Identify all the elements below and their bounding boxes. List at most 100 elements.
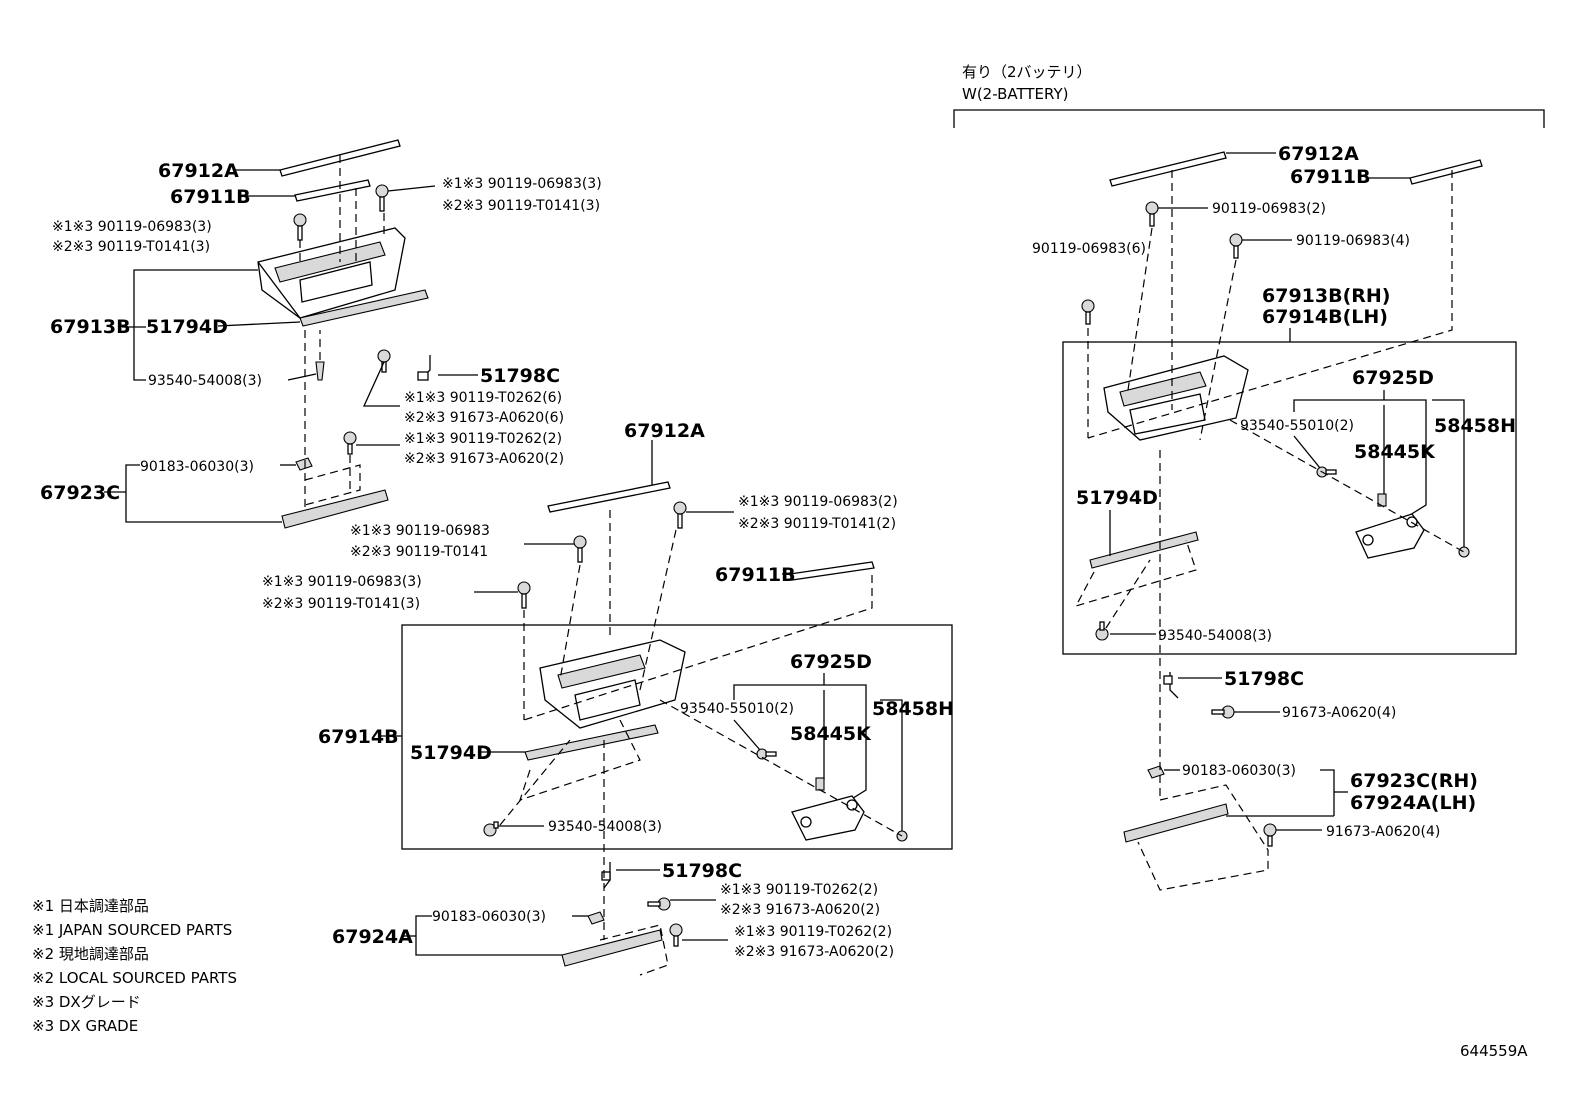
label-67911b[interactable]: 67911B	[715, 564, 796, 586]
label-90119-06983-6[interactable]: 90119-06983(6)	[1032, 241, 1146, 257]
label-51794d[interactable]: 51794D	[410, 742, 492, 764]
garnish-strip-67911b[interactable]	[294, 179, 371, 202]
bolt-icon[interactable]	[1145, 201, 1159, 227]
screw-icon[interactable]	[1095, 621, 1109, 641]
screw-icon[interactable]	[483, 821, 499, 837]
label-67924a-lh[interactable]: 67924A(LH)	[1350, 792, 1476, 814]
label-51798c[interactable]: 51798C	[662, 860, 742, 882]
bolt-icon[interactable]	[573, 535, 587, 563]
callout-c2[interactable]: ※2※3 90119-T0141(3)	[442, 198, 600, 214]
scuff-rail-51794d[interactable]	[524, 724, 659, 761]
label-90119-06983-4[interactable]: 90119-06983(4)	[1296, 233, 1410, 249]
garnish-strip-67911b[interactable]	[789, 561, 875, 581]
callout-c4[interactable]: ※2※3 90119-T0141(3)	[52, 239, 210, 255]
clip-icon[interactable]	[601, 862, 611, 889]
callout-c9[interactable]: ※1※3 90119-06983(2)	[738, 494, 898, 510]
label-67911b[interactable]: 67911B	[1290, 166, 1371, 188]
bolt-icon[interactable]	[1263, 823, 1277, 847]
bolt-icon[interactable]	[1081, 299, 1095, 325]
label-58458h[interactable]: 58458H	[1434, 415, 1516, 437]
label-58445k[interactable]: 58445K	[1354, 441, 1436, 463]
callout-c10[interactable]: ※2※3 90119-T0141(2)	[738, 516, 896, 532]
label-67912a[interactable]: 67912A	[624, 420, 705, 442]
callout-c13[interactable]: ※1※3 90119-06983(3)	[262, 574, 422, 590]
callout-c6[interactable]: ※2※3 91673-A0620(6)	[404, 410, 564, 426]
label-51794d[interactable]: 51794D	[1076, 487, 1158, 509]
callout-c5[interactable]: ※1※3 90119-T0262(6)	[404, 390, 562, 406]
label-58458h[interactable]: 58458H	[872, 698, 954, 720]
label-67913b[interactable]: 67913B	[50, 316, 131, 338]
garnish-strip-67912a[interactable]	[547, 481, 671, 513]
clip-icon[interactable]	[417, 355, 431, 381]
label-67913b-rh[interactable]: 67913B(RH)	[1262, 285, 1390, 307]
label-90183-06030-3[interactable]: 90183-06030(3)	[432, 909, 546, 925]
label-51798c[interactable]: 51798C	[480, 365, 560, 387]
label-58445k[interactable]: 58445K	[790, 723, 872, 745]
step-body-67914b[interactable]	[539, 639, 686, 729]
label-51798c[interactable]: 51798C	[1224, 668, 1304, 690]
label-93540-54008-3[interactable]: 93540-54008(3)	[148, 373, 262, 389]
label-67914b-lh[interactable]: 67914B(LH)	[1262, 306, 1388, 328]
callout-c14[interactable]: ※2※3 90119-T0141(3)	[262, 596, 420, 612]
clip-icon[interactable]	[815, 777, 825, 791]
callout-c17[interactable]: ※1※3 90119-T0262(2)	[734, 924, 892, 940]
callout-c11[interactable]: ※1※3 90119-06983	[350, 523, 490, 539]
label-67924a[interactable]: 67924A	[332, 926, 413, 948]
cap-icon[interactable]	[1458, 546, 1470, 558]
step-bracket-67923c[interactable]	[281, 489, 389, 529]
grommet-icon[interactable]	[295, 457, 313, 471]
bolt-icon[interactable]	[1229, 233, 1243, 259]
label-67925d[interactable]: 67925D	[1352, 367, 1434, 389]
label-93540-55010-2[interactable]: 93540-55010(2)	[680, 701, 794, 717]
label-90183-06030-3[interactable]: 90183-06030(3)	[1182, 763, 1296, 779]
bolt-icon[interactable]	[647, 897, 671, 911]
mud-plate[interactable]	[791, 795, 865, 841]
callout-c1[interactable]: ※1※3 90119-06983(3)	[442, 176, 602, 192]
callout-c8[interactable]: ※2※3 91673-A0620(2)	[404, 451, 564, 467]
label-67912a[interactable]: 67912A	[158, 160, 239, 182]
label-67925d[interactable]: 67925D	[790, 651, 872, 673]
variant-title-en: W(2-BATTERY)	[962, 85, 1069, 103]
screw-icon[interactable]	[756, 748, 777, 760]
callout-c18[interactable]: ※2※3 91673-A0620(2)	[734, 944, 894, 960]
callout-c15[interactable]: ※1※3 90119-T0262(2)	[720, 882, 878, 898]
label-67914b[interactable]: 67914B	[318, 726, 399, 748]
label-93540-55010-2[interactable]: 93540-55010(2)	[1240, 418, 1354, 434]
label-51794d[interactable]: 51794D	[146, 316, 228, 338]
label-67912a[interactable]: 67912A	[1278, 143, 1359, 165]
grommet-icon[interactable]	[587, 911, 605, 925]
label-93540-54008-3[interactable]: 93540-54008(3)	[1158, 628, 1272, 644]
bolt-icon[interactable]	[669, 923, 683, 947]
bolt-icon[interactable]	[293, 213, 307, 241]
callout-c3[interactable]: ※1※3 90119-06983(3)	[52, 219, 212, 235]
callout-c16[interactable]: ※2※3 91673-A0620(2)	[720, 902, 880, 918]
bolt-icon[interactable]	[1211, 705, 1235, 719]
bolt-icon[interactable]	[377, 349, 391, 373]
scuff-rail-51794d[interactable]	[1089, 531, 1199, 569]
callout-c7[interactable]: ※1※3 90119-T0262(2)	[404, 431, 562, 447]
garnish-strip-67911b[interactable]	[1409, 159, 1483, 185]
bolt-icon[interactable]	[343, 431, 357, 455]
label-67911b[interactable]: 67911B	[170, 186, 251, 208]
scuff-rail-51794d[interactable]	[299, 289, 429, 327]
clip-icon[interactable]	[1163, 672, 1179, 699]
note-2-en: ※2 LOCAL SOURCED PARTS	[32, 969, 237, 987]
screw-icon[interactable]	[315, 361, 325, 381]
note-2-jp: ※2 現地調達部品	[32, 945, 149, 963]
label-91673-a0620-4[interactable]: 91673-A0620(4)	[1282, 705, 1396, 721]
label-67923c[interactable]: 67923C	[40, 482, 120, 504]
label-90183-06030-3[interactable]: 90183-06030(3)	[140, 459, 254, 475]
grommet-icon[interactable]	[1147, 765, 1165, 779]
garnish-strip-67912a[interactable]	[1109, 151, 1227, 187]
bolt-icon[interactable]	[673, 501, 687, 529]
label-90119-06983-2[interactable]: 90119-06983(2)	[1212, 201, 1326, 217]
step-bracket-67924a[interactable]	[561, 929, 663, 967]
screw-icon[interactable]	[1316, 466, 1337, 478]
callout-c12[interactable]: ※2※3 90119-T0141	[350, 544, 488, 560]
label-91673-a0620-4[interactable]: 91673-A0620(4)	[1326, 824, 1440, 840]
label-67923c-rh[interactable]: 67923C(RH)	[1350, 770, 1478, 792]
bolt-icon[interactable]	[375, 184, 389, 212]
label-93540-54008-3[interactable]: 93540-54008(3)	[548, 819, 662, 835]
step-bracket[interactable]	[1123, 803, 1229, 843]
bolt-icon[interactable]	[517, 581, 531, 609]
